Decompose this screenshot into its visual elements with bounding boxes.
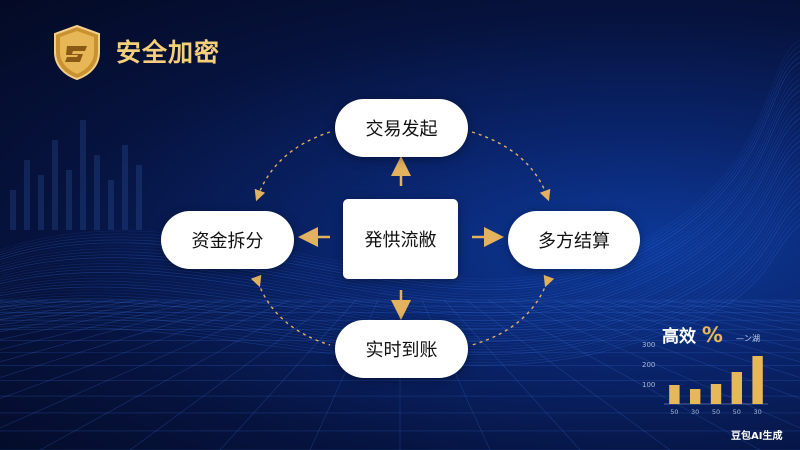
percent-symbol: %: [701, 323, 723, 347]
node-center-flow: 発㤨流敝: [343, 199, 458, 279]
efficiency-title: 高效 %: [662, 322, 723, 347]
efficiency-legend: —ン湖: [736, 334, 760, 343]
node-transaction-initiate: 交易发起: [335, 99, 468, 157]
x-tick-label-1: 30: [691, 408, 699, 416]
page-title: 安全加密: [116, 38, 221, 67]
x-tick-label-4: 30: [753, 408, 761, 416]
efficiency-bar-chart: 100 200 300 50 30 50 50 30: [642, 341, 768, 416]
y-tick-label-2: 300: [642, 341, 655, 349]
bar-2: [710, 384, 722, 404]
x-tick-label-0: 50: [670, 408, 678, 416]
bar-0: [669, 385, 680, 404]
efficiency-title-text: 高效: [662, 327, 696, 347]
bar-3: [731, 372, 742, 404]
y-tick-label-0: 100: [642, 381, 655, 389]
watermark-text: 豆包AI生成: [731, 431, 783, 442]
y-tick-label-1: 200: [642, 361, 655, 369]
arc-top-to-right: [471, 131, 551, 202]
node-multi-party-settlement: 多方结算: [508, 211, 640, 269]
arc-top-to-left: [254, 131, 331, 202]
arc-left-to-bottom: [250, 274, 331, 346]
shield-logo-icon: [54, 24, 100, 80]
x-tick-label-2: 50: [712, 408, 720, 416]
bar-4: [752, 356, 763, 404]
arc-right-to-bottom: [471, 274, 555, 346]
node-fund-split: 资金拆分: [161, 211, 294, 269]
bar-1: [690, 389, 701, 404]
node-real-time-arrival: 实时到账: [335, 320, 468, 378]
x-tick-label-3: 50: [733, 408, 741, 416]
